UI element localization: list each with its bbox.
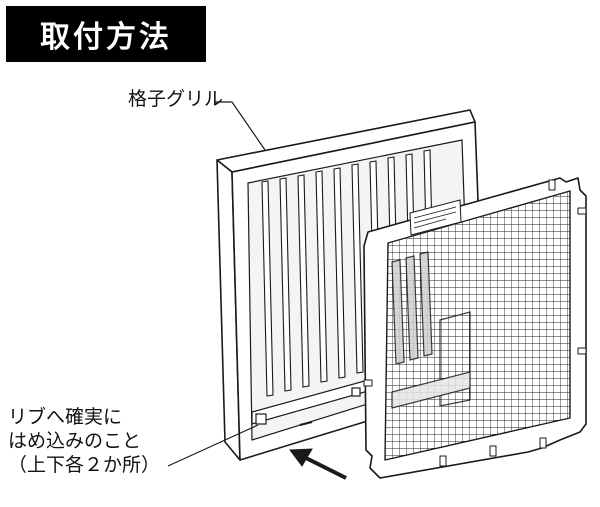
rib-note-line-3: （上下各２か所）: [8, 454, 161, 476]
grill-leader-line: [214, 101, 266, 151]
rib-note-line-2: はめ込みのこと: [8, 430, 142, 452]
filter-caution-sticker: [409, 199, 462, 236]
grill-label: 格子グリル: [128, 88, 224, 110]
page-title: 取付方法: [6, 6, 206, 62]
see-through-slats: [391, 251, 471, 409]
rib-note-line-1: リブへ確実に: [8, 406, 123, 428]
rib-note-leader-line: [167, 424, 259, 467]
insertion-arrow: [289, 448, 347, 480]
rib-note: リブへ確実に はめ込みのこと （上下各２か所）: [8, 406, 198, 478]
